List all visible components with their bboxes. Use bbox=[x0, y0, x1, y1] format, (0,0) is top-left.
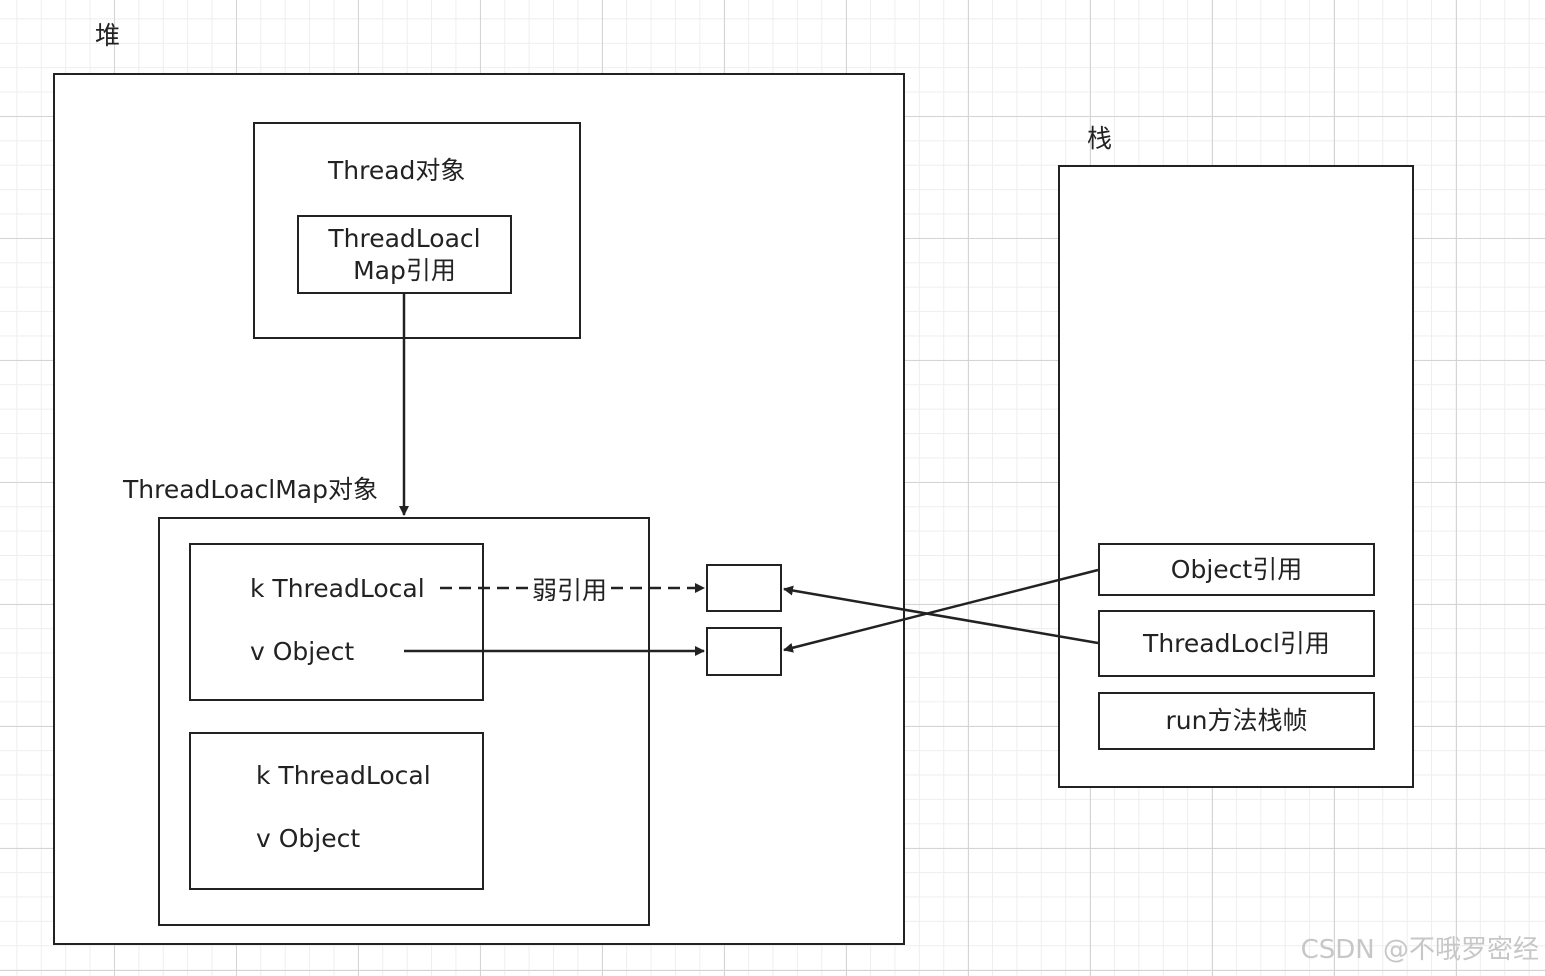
watermark: CSDN @不哦罗密经 bbox=[1300, 935, 1539, 965]
stack-title: 栈 bbox=[1087, 124, 1113, 153]
heap-title: 堆 bbox=[95, 21, 121, 50]
threadlocalmap-ref-line2: Map引用 bbox=[353, 255, 456, 285]
entry-value-label: v Object bbox=[256, 824, 361, 853]
entry-value-label: v Object bbox=[250, 637, 355, 666]
weak-ref-label: 弱引用 bbox=[528, 575, 612, 607]
entry-key-label: k ThreadLocal bbox=[256, 761, 431, 790]
stack-item-label: run方法栈帧 bbox=[1165, 706, 1308, 735]
threadlocal-instance-box bbox=[706, 564, 782, 612]
stack-container bbox=[1058, 165, 1414, 788]
entry-key-label: k ThreadLocal bbox=[250, 574, 425, 603]
object-instance-box bbox=[706, 627, 782, 676]
threadlocalmap-ref-box: ThreadLoacl Map引用 bbox=[297, 215, 512, 294]
map-entry bbox=[189, 543, 484, 701]
stack-item-object-ref: Object引用 bbox=[1098, 543, 1375, 596]
stack-item-label: ThreadLocl引用 bbox=[1143, 628, 1330, 658]
stack-item-threadlocal-ref: ThreadLocl引用 bbox=[1098, 610, 1375, 677]
stack-item-run-frame: run方法栈帧 bbox=[1098, 692, 1375, 750]
stack-item-label: Object引用 bbox=[1170, 554, 1303, 584]
threadlocalmap-ref-line1: ThreadLoacl bbox=[328, 223, 481, 253]
map-entry bbox=[189, 732, 484, 890]
thread-object-title: Thread对象 bbox=[328, 156, 466, 185]
map-object-title: ThreadLoaclMap对象 bbox=[123, 475, 378, 504]
